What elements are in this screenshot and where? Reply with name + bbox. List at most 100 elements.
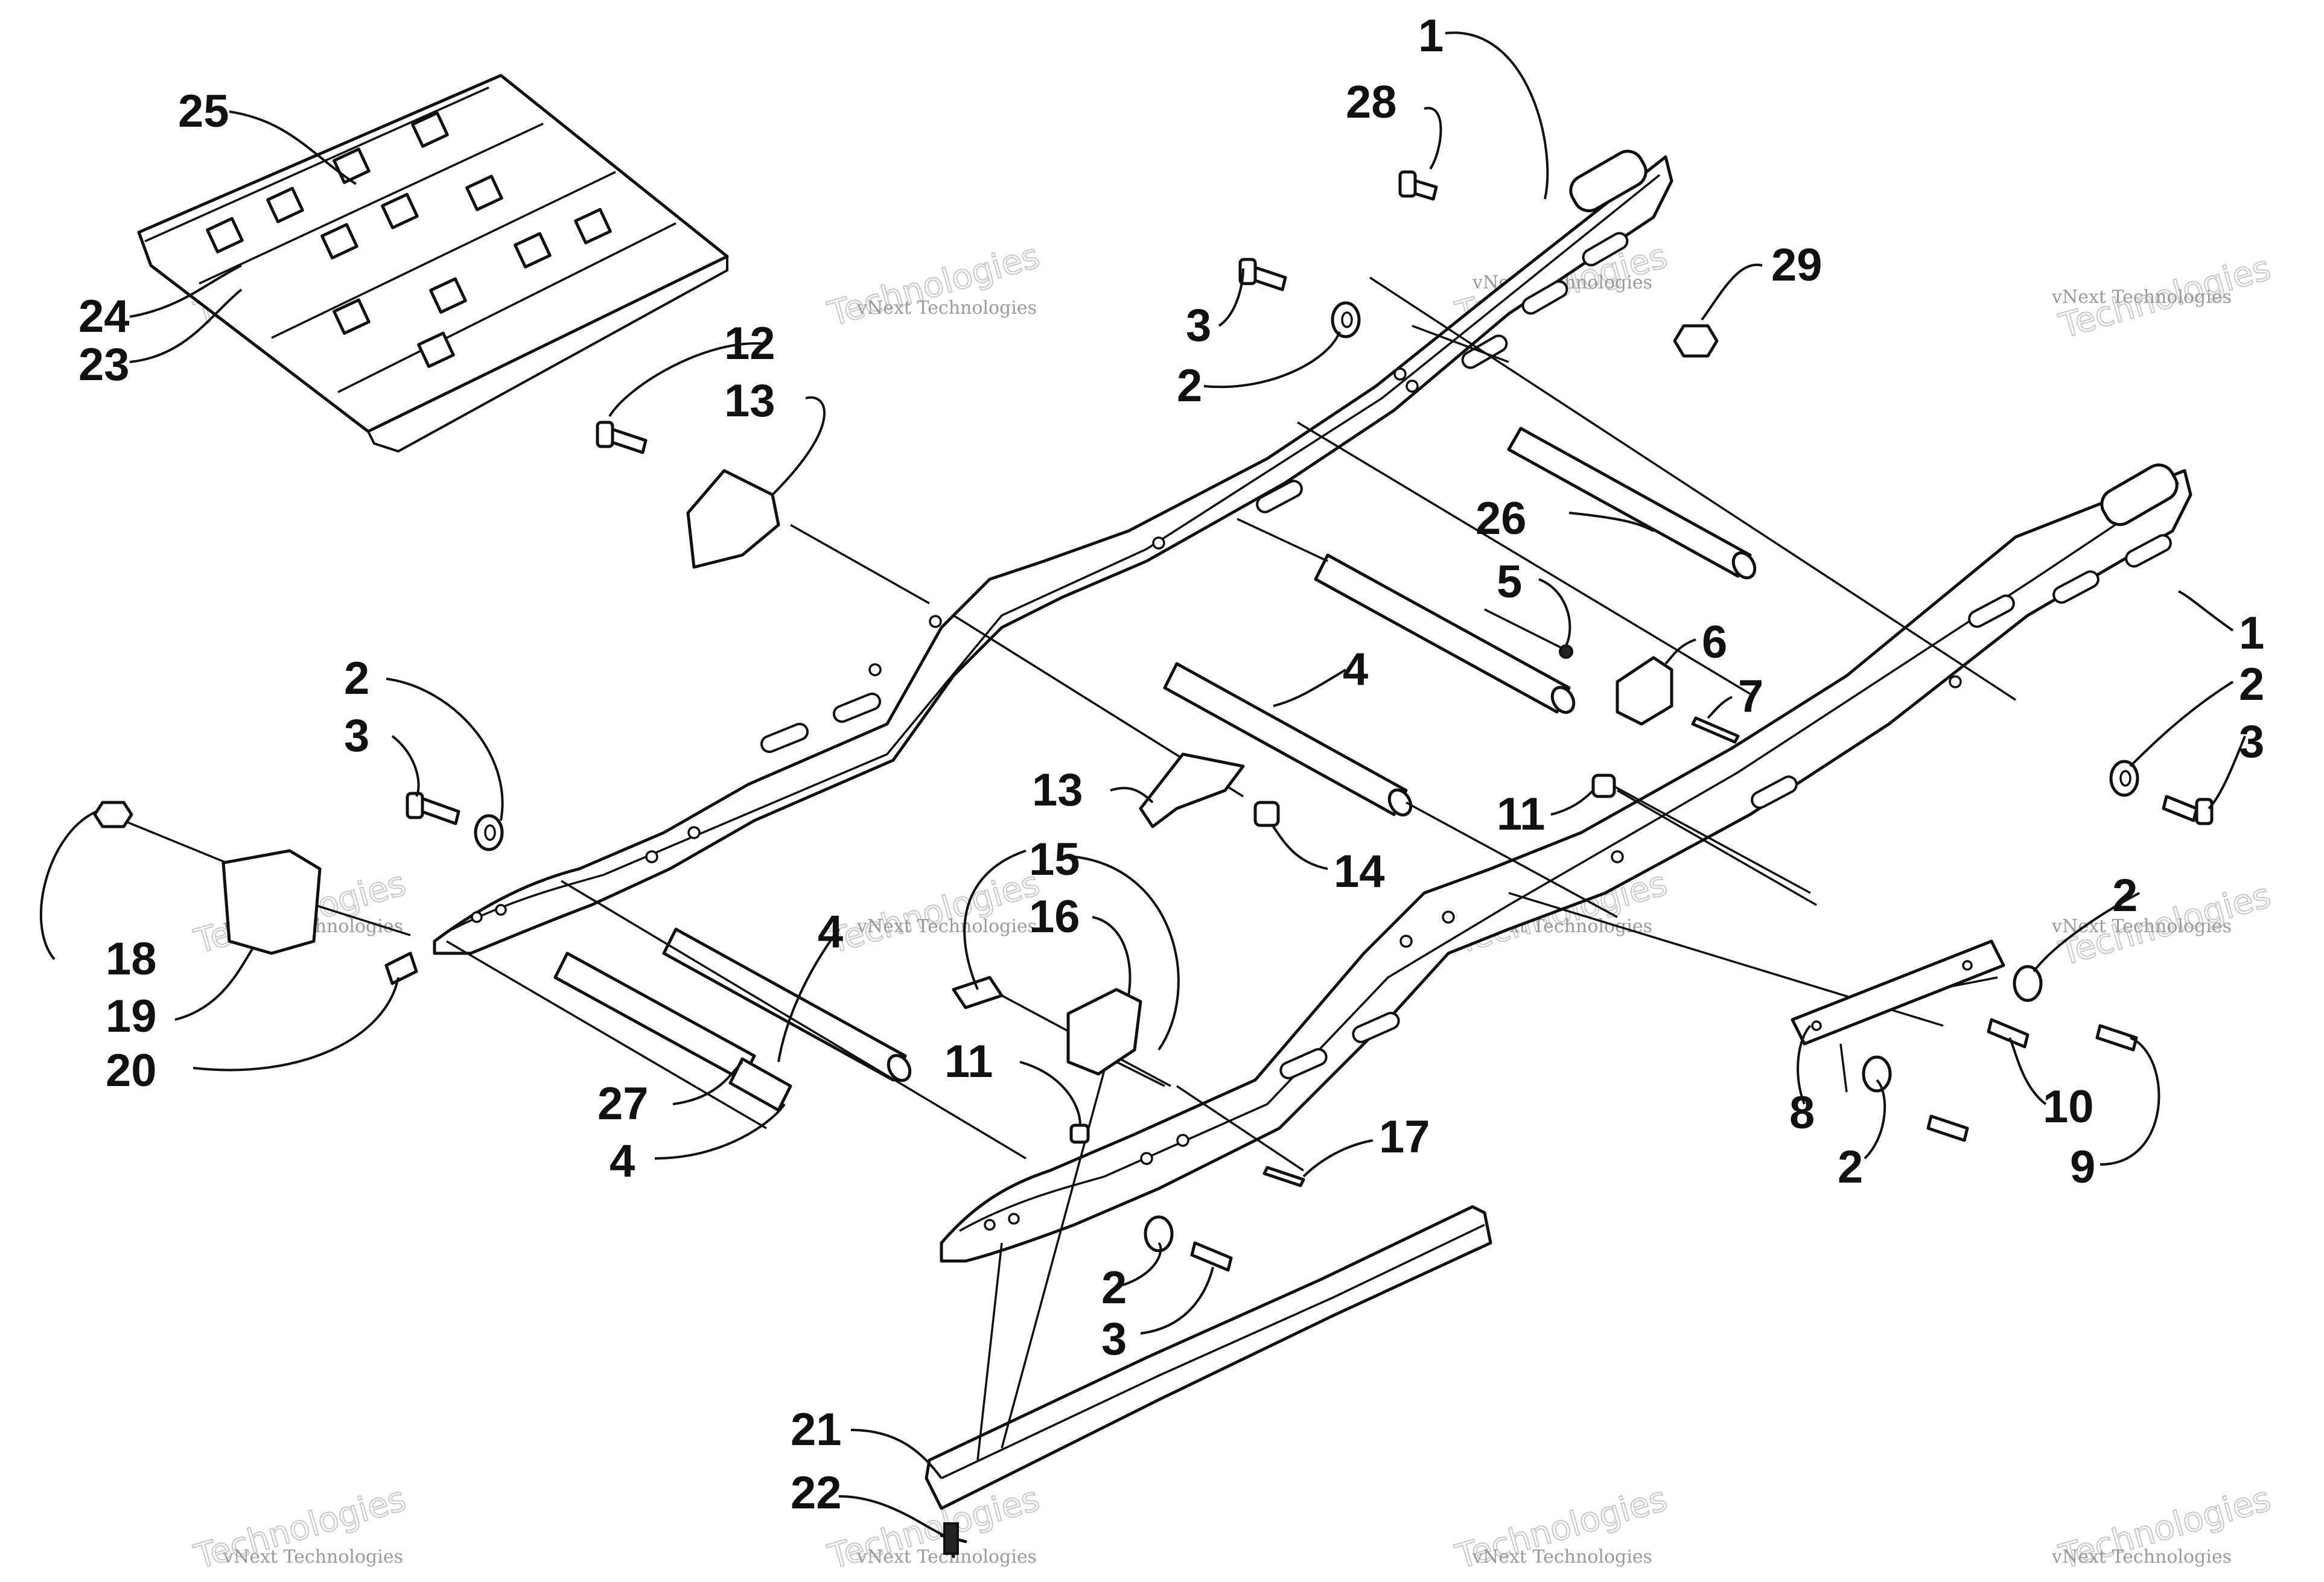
leader-11-lower [1019, 1061, 1081, 1126]
leader-13-upper [771, 396, 826, 496]
shaft-26 [1507, 427, 1752, 578]
callout-2-top: 2 [1177, 360, 1202, 411]
rail-hole [1140, 1152, 1153, 1165]
axis-line [1369, 276, 2016, 701]
track-clip [320, 223, 358, 259]
leader-22 [838, 1495, 945, 1537]
callout-24: 24 [78, 291, 130, 342]
leader-27 [672, 1061, 743, 1105]
leader-1-top [1445, 31, 1549, 200]
leader-3-left [391, 735, 420, 797]
rail-hole [645, 850, 658, 863]
track-clip [465, 174, 503, 211]
rail-slot [1256, 480, 1303, 513]
leader-2-top [1203, 331, 1341, 389]
ball-5 [1559, 644, 1573, 659]
rail-upper-outline [433, 155, 1673, 955]
callout-2-bottom: 2 [1101, 1262, 1127, 1314]
spacer-14 [1253, 801, 1280, 827]
leader-2-slider [2033, 892, 2140, 973]
rail-lower-inner-line [959, 481, 2179, 1232]
rail-slot [1751, 775, 1798, 809]
callout-12: 12 [724, 318, 775, 369]
track-clip [411, 111, 449, 148]
axis-line [1406, 801, 1618, 918]
washer-2-right-lower [2013, 965, 2043, 1002]
callout-15: 15 [1029, 834, 1080, 885]
callout-2-slider: 2 [2112, 870, 2138, 921]
rail-lower [940, 463, 2192, 1263]
leader-26 [1568, 512, 1654, 532]
axis-line [976, 1242, 1003, 1461]
rail-hole [1399, 935, 1413, 948]
leader-2-bottom [1122, 1242, 1162, 1286]
rail-upper-end-slot [1569, 150, 1647, 212]
leader-24 [129, 264, 242, 318]
track-clip [417, 331, 455, 368]
callout-17: 17 [1379, 1111, 1430, 1163]
watermark-small: vNext Technologies [2051, 1546, 2232, 1568]
axis-line [1484, 608, 1570, 653]
callout-1-right: 1 [2239, 608, 2264, 659]
axis-line [1839, 1043, 1848, 1093]
washer-2-bottom [1144, 1215, 1174, 1253]
watermark-bottom-mid: Technologies vNext Technologies [1451, 1479, 1672, 1578]
track-belt-edge [138, 232, 728, 453]
leader-16 [1092, 916, 1132, 996]
leader-12 [608, 342, 767, 418]
watermark-bottom-right: Technologies vNext Technologies [2051, 1479, 2276, 1578]
block-6 [1616, 656, 1673, 726]
shaft-26-end [1731, 551, 1757, 580]
leader-25 [229, 110, 357, 185]
callout-2-slider-lower: 2 [1838, 1142, 1863, 1193]
callout-22: 22 [791, 1467, 842, 1519]
pin-17 [1262, 1166, 1305, 1187]
nut-18 [93, 801, 133, 828]
axis-line [1599, 777, 1811, 894]
plate-15 [952, 976, 1004, 1009]
watermark-large: Technologies [824, 237, 1044, 334]
callout-29: 29 [1771, 240, 1823, 291]
watermark-mid-center: Technologies vNext Technologies [823, 863, 1045, 962]
leader-19 [174, 946, 255, 1021]
rail-lower-end-slot [2100, 463, 2179, 526]
bolt-3-right-head [2195, 798, 2214, 825]
rail-hole [984, 1219, 996, 1231]
rail-hole [1611, 850, 1624, 863]
leader-2-left [386, 678, 504, 821]
leader-8 [1797, 1024, 1812, 1105]
rail-slot [1582, 232, 1629, 267]
callout-19: 19 [106, 991, 157, 1042]
washer-2-left-hole [484, 824, 496, 841]
rail-hole [1949, 675, 1962, 688]
shafts [553, 427, 1757, 1112]
axis-line [1297, 421, 1751, 695]
leader-29 [1701, 263, 1763, 321]
callout-25: 25 [178, 86, 229, 137]
callout-3-bottom: 3 [1101, 1314, 1127, 1365]
rail-hole [1406, 380, 1419, 393]
leader-14 [1272, 825, 1328, 870]
slider-8 [1791, 939, 2005, 1046]
spacer-11-lower [1069, 1123, 1090, 1144]
rail-hole [687, 826, 701, 839]
bolt-3-right [2162, 795, 2198, 822]
bolt-12-head [596, 421, 614, 448]
rail-upper-inner-line [452, 174, 1661, 930]
callout-4-upper: 4 [1343, 644, 1368, 695]
bolt-20 [384, 951, 418, 985]
washer-2-top-hole [1341, 311, 1353, 328]
axis-line [108, 813, 242, 870]
rail-hole [1152, 536, 1165, 550]
screw-22-body [943, 1522, 959, 1555]
watermark-small: vNext Technologies [1472, 1546, 1652, 1568]
shaft-4-middle [1163, 662, 1408, 816]
nut-29 [1673, 324, 1719, 358]
rail-hole [495, 904, 507, 916]
wear-strip-outline [925, 1205, 1492, 1510]
rail-lower-holes [984, 675, 1962, 1231]
leader-18 [40, 810, 97, 961]
axis-line [1001, 1025, 1118, 1449]
leader-28 [1424, 107, 1442, 170]
callout-13-upper: 13 [724, 375, 775, 427]
